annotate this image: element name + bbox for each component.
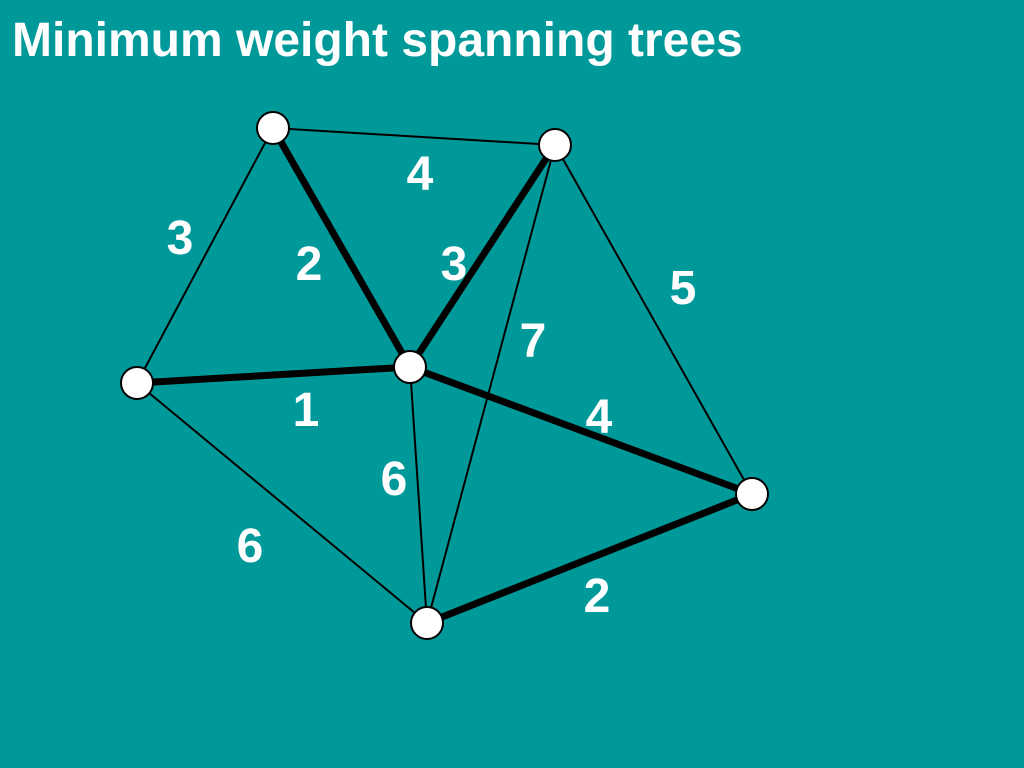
node-F	[410, 606, 444, 640]
edge-label-B-E: 5	[670, 262, 697, 315]
edge-label-A-B: 4	[407, 148, 434, 201]
edge-C-F	[136, 382, 428, 624]
edge-B-E	[554, 144, 753, 495]
edge-F-E	[425, 490, 754, 627]
node-B	[538, 128, 572, 162]
edge-A-D	[269, 126, 414, 369]
edge-B-F	[426, 144, 556, 624]
edge-A-B	[272, 127, 556, 146]
edge-B-D	[407, 143, 558, 369]
edge-A-C	[136, 127, 274, 384]
edge-label-C-D: 1	[293, 384, 320, 437]
edge-label-A-D: 2	[296, 238, 323, 291]
node-E	[735, 477, 769, 511]
edge-label-C-F: 6	[237, 520, 264, 573]
edge-C-D	[136, 363, 411, 387]
edge-label-B-F: 7	[520, 315, 547, 368]
slide-title: Minimum weight spanning trees	[12, 14, 743, 67]
edge-label-A-C: 3	[167, 212, 194, 265]
edge-D-E	[408, 363, 754, 498]
edge-label-D-E: 4	[586, 391, 613, 444]
edge-label-D-F: 6	[381, 453, 408, 506]
node-C	[120, 366, 154, 400]
node-D	[393, 350, 427, 384]
edge-label-B-D: 3	[441, 238, 468, 291]
node-A	[256, 111, 290, 145]
edge-D-F	[409, 366, 428, 624]
edge-label-F-E: 2	[584, 570, 611, 623]
